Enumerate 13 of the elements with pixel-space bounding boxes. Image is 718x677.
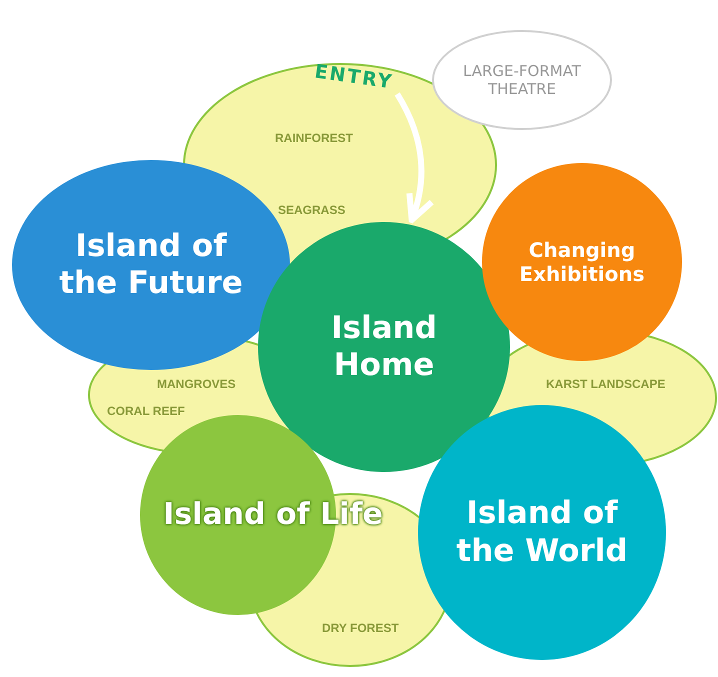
- exhibit-title: Island of the World: [455, 495, 629, 570]
- habitat-label: CORAL REEF: [107, 404, 185, 418]
- habitat-label: DRY FOREST: [322, 621, 399, 635]
- entry-label: ENTRY: [306, 56, 402, 98]
- habitat-label: MANGROVES: [157, 377, 236, 391]
- exhibit-title: Island of the Future: [58, 228, 244, 302]
- habitat-label: SEAGRASS: [278, 203, 346, 217]
- exhibit-title: Changing Exhibitions: [518, 238, 646, 286]
- habitat-label: KARST LANDSCAPE: [546, 377, 666, 391]
- habitat-label: RAINFOREST: [275, 131, 353, 145]
- theatre-label: LARGE-FORMAT THEATRE: [462, 62, 582, 98]
- exhibit-title: Island Home: [330, 310, 438, 384]
- entry-arrow: [394, 92, 434, 223]
